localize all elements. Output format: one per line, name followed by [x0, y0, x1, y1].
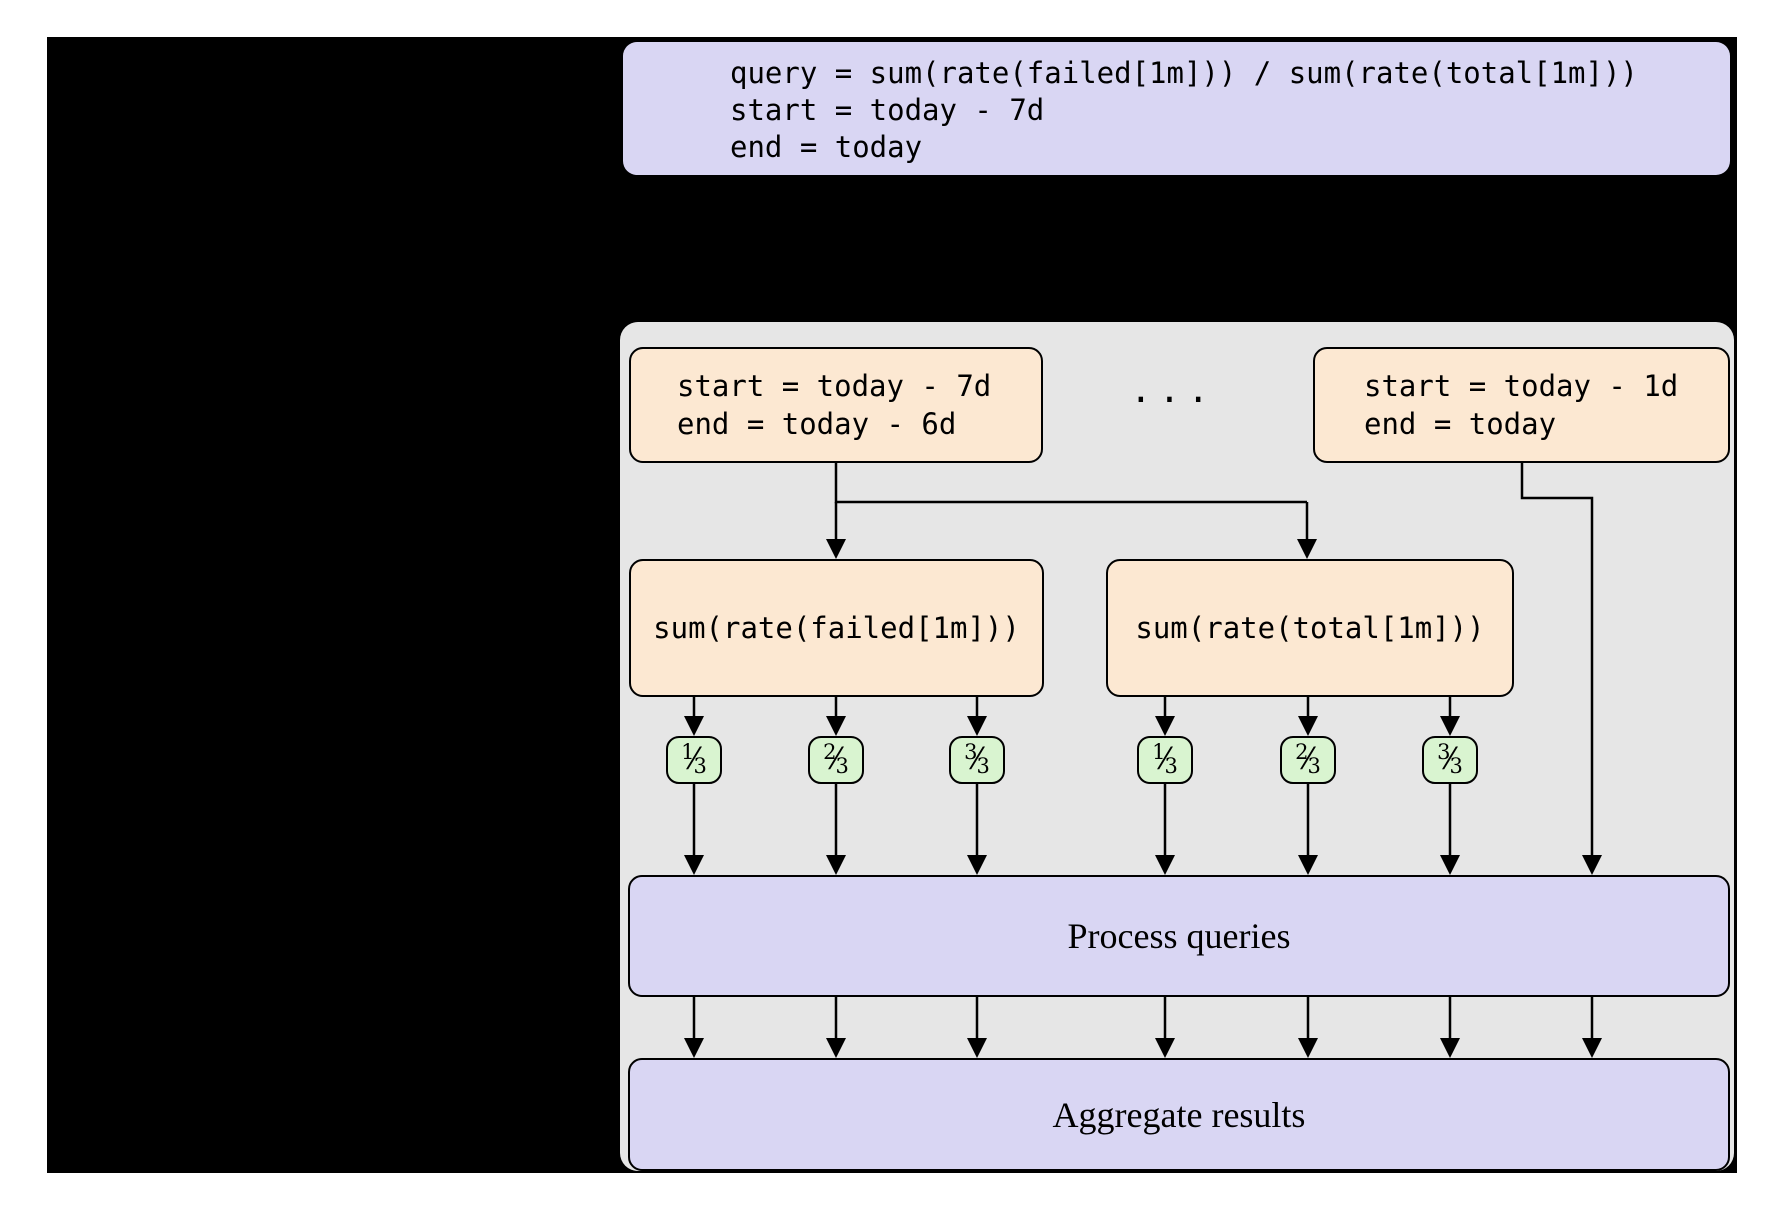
query-definition-box: query = sum(rate(failed[1m])) / sum(rate… — [623, 42, 1730, 175]
fraction-numerator: 1 — [681, 740, 695, 764]
shard-fraction-chip: 1⁄3 — [666, 736, 722, 784]
fraction-slash: ⁄ — [974, 741, 980, 777]
failed-rate-label: sum(rate(failed[1m])) — [653, 610, 1020, 645]
fraction-denominator: 3 — [976, 754, 990, 778]
fraction-denominator: 3 — [1164, 754, 1178, 778]
fraction-denominator: 3 — [1449, 754, 1463, 778]
fraction-slash: ⁄ — [833, 741, 839, 777]
range-start-line: start = today - 1d — [1364, 369, 1679, 403]
fraction-numerator: 2 — [823, 740, 837, 764]
fraction-denominator: 3 — [835, 754, 849, 778]
query-start-line: start = today - 7d — [730, 93, 1045, 127]
fraction-denominator: 3 — [693, 754, 707, 778]
query-line: query = sum(rate(failed[1m])) / sum(rate… — [730, 56, 1638, 90]
fraction-denominator: 3 — [1307, 754, 1321, 778]
fraction-slash: ⁄ — [1305, 741, 1311, 777]
shard-fraction-chip: 2⁄3 — [1280, 736, 1336, 784]
shard-fraction-chip: 3⁄3 — [1422, 736, 1478, 784]
query-end-line: end = today — [730, 130, 923, 164]
fraction-slash: ⁄ — [691, 741, 697, 777]
range-start-line: start = today - 7d — [677, 369, 992, 403]
shard-fraction-chip: 2⁄3 — [808, 736, 864, 784]
range-end-line: end = today — [1364, 407, 1557, 441]
time-range-box-last: start = today - 1d end = today — [1313, 347, 1730, 463]
fraction-numerator: 3 — [1437, 740, 1451, 764]
fraction-numerator: 2 — [1295, 740, 1309, 764]
total-rate-label: sum(rate(total[1m])) — [1135, 610, 1485, 645]
process-queries-label: Process queries — [1067, 916, 1291, 956]
range-end-line: end = today - 6d — [677, 407, 957, 441]
time-range-box-first: start = today - 7d end = today - 6d — [629, 347, 1043, 463]
ellipsis: ... — [1129, 370, 1217, 411]
fraction-slash: ⁄ — [1447, 741, 1453, 777]
total-rate-subquery-box: sum(rate(total[1m])) — [1106, 559, 1514, 697]
shard-fraction-chip: 1⁄3 — [1137, 736, 1193, 784]
aggregate-results-box: Aggregate results — [628, 1058, 1730, 1171]
shard-fraction-chip: 3⁄3 — [949, 736, 1005, 784]
aggregate-results-label: Aggregate results — [1052, 1094, 1306, 1135]
fraction-numerator: 3 — [964, 740, 978, 764]
failed-rate-subquery-box: sum(rate(failed[1m])) — [629, 559, 1044, 697]
fraction-numerator: 1 — [1152, 740, 1166, 764]
process-queries-box: Process queries — [628, 875, 1730, 997]
fraction-slash: ⁄ — [1162, 741, 1168, 777]
